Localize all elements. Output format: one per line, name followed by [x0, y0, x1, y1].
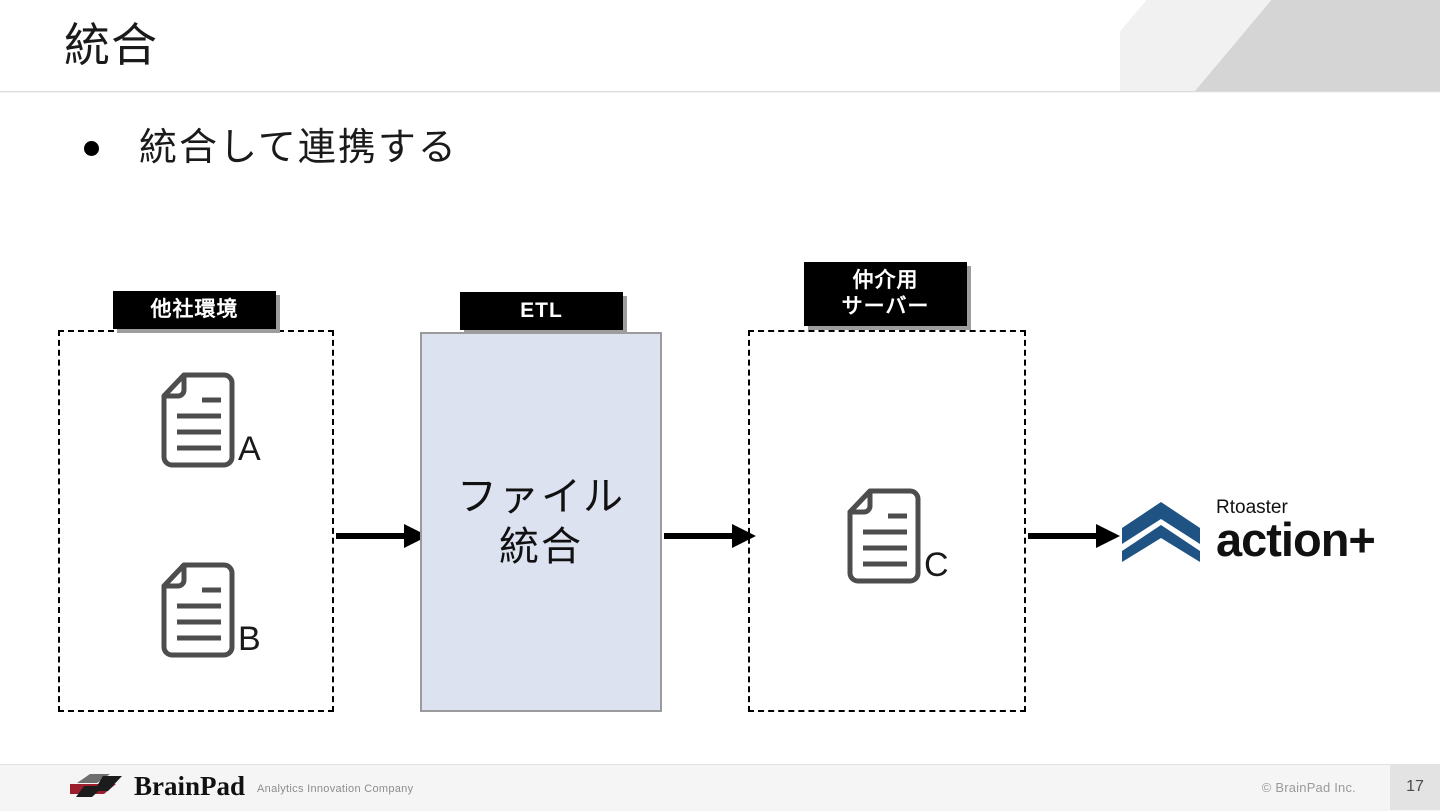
arrow-etl-to-relay-icon [664, 524, 756, 548]
page-number-box: 17 [1390, 764, 1440, 810]
brainpad-brand-label: BrainPad [134, 771, 246, 801]
zone-partner-environment [58, 330, 334, 712]
process-caption-etl: ETL [460, 292, 623, 330]
process-caption-etl-label: ETL [520, 299, 563, 322]
document-a: A [160, 372, 261, 468]
document-icon [161, 562, 235, 658]
document-c: C [846, 488, 949, 584]
header-divider-secondary [0, 92, 1440, 93]
zone-caption-partner-environment-label: 他社環境 [150, 298, 239, 321]
document-b-label: B [238, 620, 261, 658]
document-a-label: A [238, 430, 261, 468]
zone-relay-server [748, 330, 1026, 712]
page-number-label: 17 [1406, 778, 1424, 795]
rtoaster-action-plus-logo: Rtoaster action+ [1120, 497, 1376, 566]
zone-caption-relay-server-label: 仲介用 サーバー [841, 269, 930, 318]
copyright-label: © BrainPad Inc. [1261, 780, 1356, 795]
zone-caption-partner-environment: 他社環境 [113, 291, 276, 329]
document-c-label: C [924, 546, 949, 584]
arrow-sources-to-etl-icon [336, 524, 428, 548]
header-divider [0, 91, 1440, 92]
process-box-etl-label: ファイル 統合 [457, 474, 625, 569]
bullet-label: 統合して連携する [139, 127, 458, 169]
rtoaster-wordmark: Rtoaster action+ [1216, 497, 1376, 566]
page-title: 統合 [64, 20, 158, 71]
brainpad-arrow-icon [70, 774, 122, 797]
bullet-dot-icon [84, 140, 99, 156]
document-icon [847, 488, 921, 584]
document-icon [161, 372, 235, 468]
zone-caption-relay-server: 仲介用 サーバー [804, 262, 967, 326]
brainpad-tagline: Analytics Innovation Company [257, 783, 414, 795]
rtoaster-product-label: action+ [1216, 513, 1376, 566]
brainpad-logo: BrainPad Analytics Innovation Company [70, 772, 413, 800]
rtoaster-brand-label: Rtoaster [1216, 497, 1288, 518]
footer-bar [0, 764, 1440, 811]
process-box-etl: ファイル 統合 [420, 332, 662, 712]
rtoaster-chevron-icon [1122, 502, 1200, 562]
bullet-item: 統合して連携する [84, 122, 458, 174]
document-b: B [160, 562, 261, 658]
arrow-relay-to-rtoaster-icon [1028, 524, 1120, 548]
